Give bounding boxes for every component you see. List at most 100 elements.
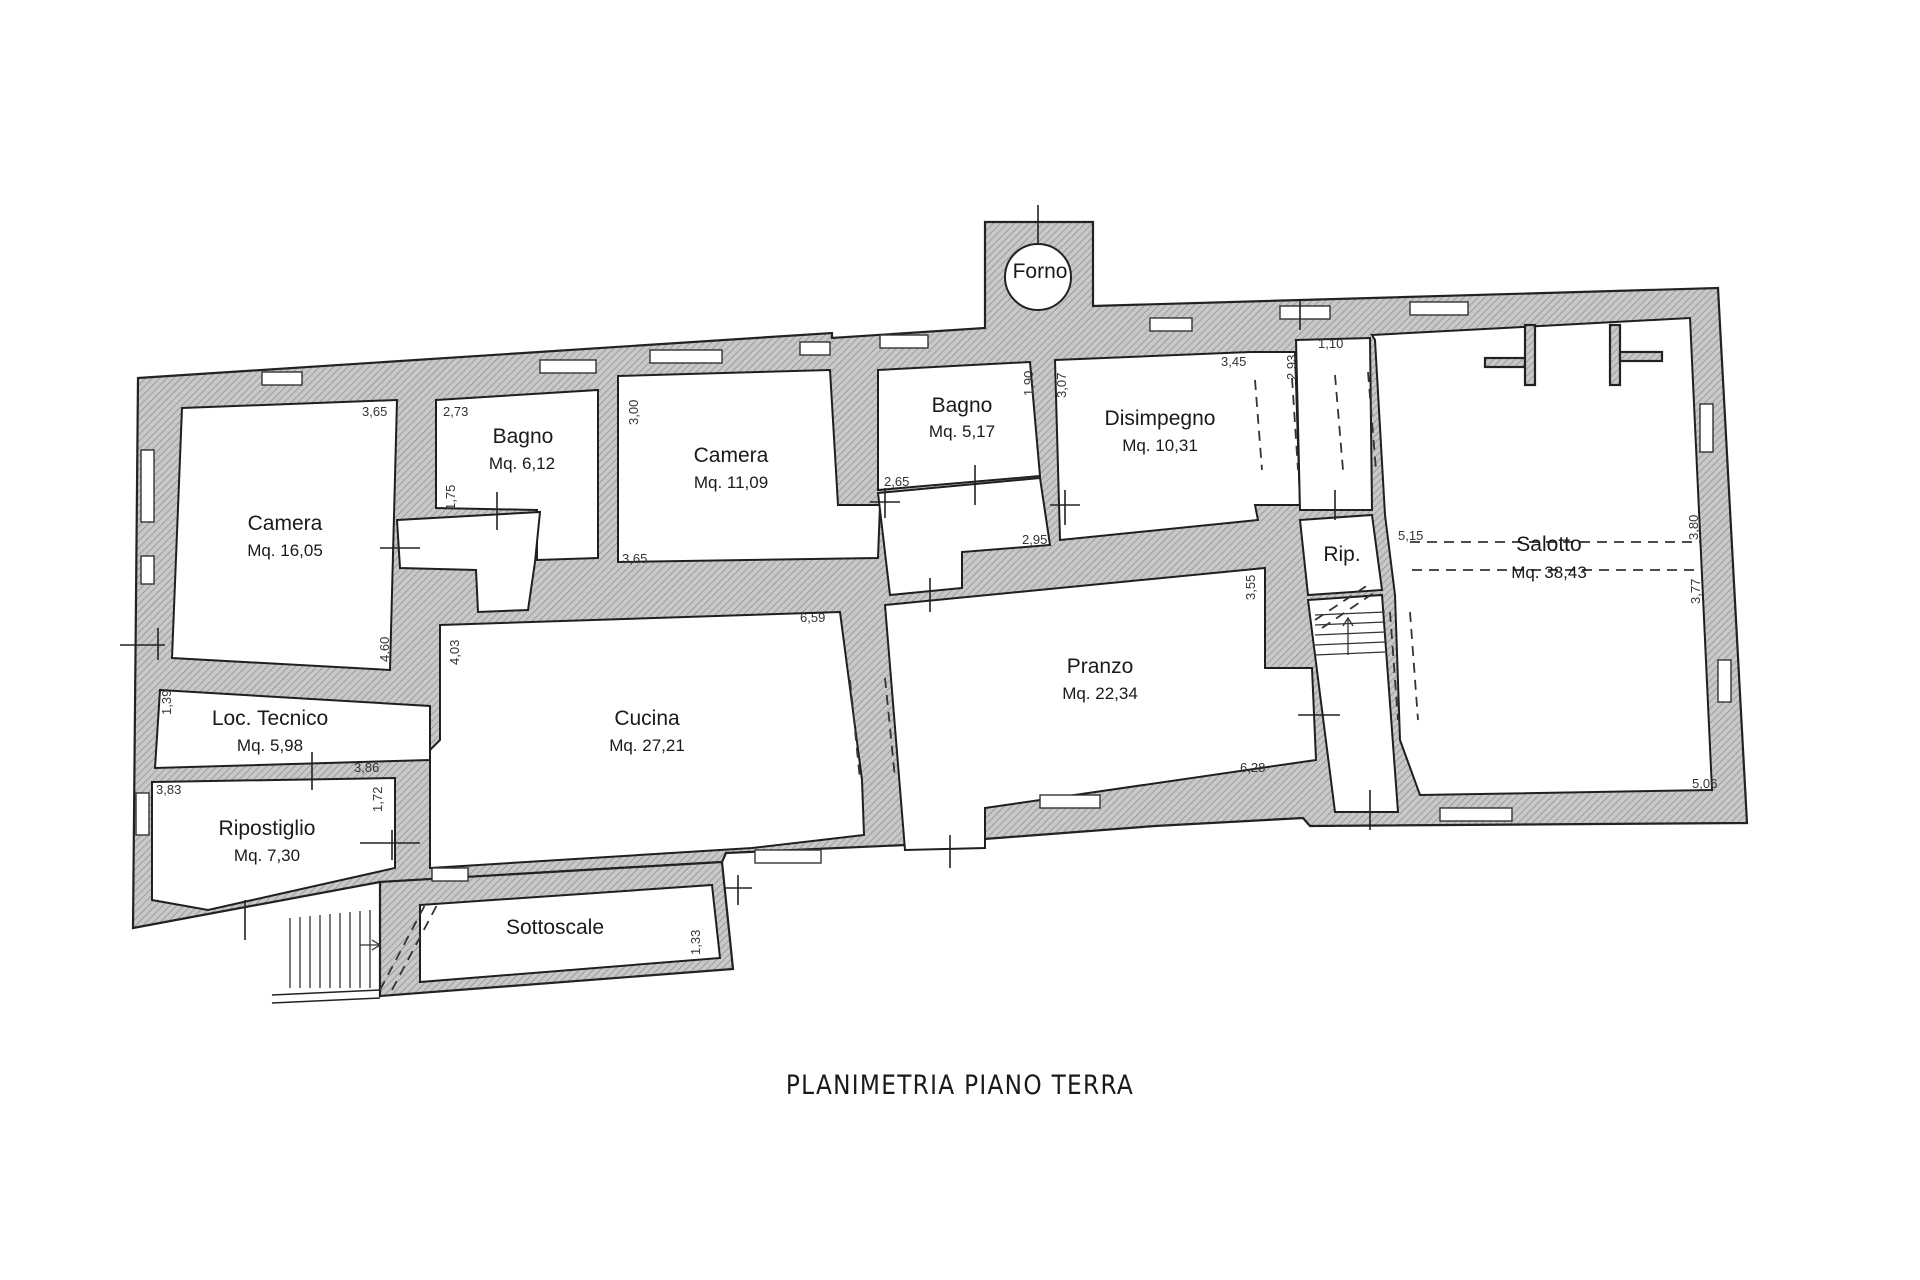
room-bagno-2-floor (877, 360, 1042, 492)
dimension-label: 1,39 (159, 690, 174, 715)
room-name-camera-2: Camera (694, 444, 769, 467)
dimension-label: 3,83 (156, 782, 181, 797)
dimension-label: 1,72 (370, 787, 385, 812)
dimension-label: 3,86 (354, 760, 379, 775)
opening (1291, 377, 1299, 471)
window (1439, 807, 1513, 822)
room-name-salotto: Salotto (1516, 533, 1581, 556)
room-interiors (151, 316, 1714, 984)
room-name-bagno-1: Bagno (493, 425, 554, 448)
dimension-label: 3,07 (1054, 373, 1069, 398)
dimension-label: 3,45 (1221, 354, 1246, 369)
pier (1523, 323, 1537, 387)
window (140, 449, 155, 523)
room-name-rip: Rip. (1323, 543, 1360, 566)
dimension-label: 3,65 (622, 551, 647, 566)
window (261, 371, 303, 386)
dimension-label: 1,90 (1021, 371, 1036, 396)
room-disimpegno-floor (1053, 351, 1302, 542)
stair-step (1314, 611, 1386, 616)
room-area-salotto: Mq. 38,43 (1511, 563, 1587, 582)
dimension-label: 3,80 (1686, 515, 1701, 540)
room-area-pranzo: Mq. 22,34 (1062, 684, 1138, 703)
dimension-label: 2,73 (443, 404, 468, 419)
room-area-camera-1: Mq. 16,05 (247, 541, 323, 560)
salotto-piers (1483, 323, 1664, 387)
dimension-label: 1,10 (1318, 336, 1343, 351)
room-name-disimpegno: Disimpegno (1105, 407, 1216, 430)
room-rip-floor (1298, 513, 1384, 597)
dimension-label: 5,15 (1398, 528, 1423, 543)
room-area-bagno-2: Mq. 5,17 (929, 422, 995, 441)
stair-landing-line (271, 997, 381, 1004)
dimension-label: 2,93 (1284, 355, 1299, 380)
room-ripostiglio-floor (151, 776, 396, 912)
room-name-camera-1: Camera (248, 512, 323, 535)
window (539, 359, 597, 374)
window (1149, 317, 1193, 332)
dimension-label: 3,00 (626, 400, 641, 425)
opening (1254, 379, 1263, 471)
room-name-forno: Forno (1013, 260, 1068, 283)
opening (1409, 611, 1419, 721)
stair-slope (1321, 591, 1376, 629)
window (1039, 794, 1101, 809)
stair-step (1314, 641, 1386, 646)
window (754, 849, 822, 864)
room-name-loc-tecnico: Loc. Tecnico (212, 707, 328, 730)
room-name-cucina: Cucina (614, 707, 680, 730)
room-area-ripostiglio: Mq. 7,30 (234, 846, 300, 865)
dimension-label: 2,95 (1022, 532, 1047, 547)
window (1699, 403, 1714, 453)
room-name-bagno-2: Bagno (932, 394, 993, 417)
window (1409, 301, 1469, 316)
pier (1608, 323, 1622, 387)
room-sottoscale-floor (419, 883, 722, 984)
room-camera-1-floor (170, 398, 399, 672)
window (135, 792, 150, 836)
passage-floor (1294, 336, 1374, 511)
room-salotto-floor (1370, 316, 1714, 797)
window (799, 341, 831, 356)
stair-arrowhead (371, 939, 382, 951)
hallway-floor (876, 476, 1052, 597)
door-marks (120, 300, 1371, 940)
room-pranzo-floor (883, 566, 1318, 852)
window (140, 555, 155, 585)
pier (1483, 356, 1527, 369)
dimension-label: 1,33 (688, 930, 703, 955)
stair-arrowhead (1342, 616, 1354, 627)
window (431, 867, 469, 882)
room-area-disimpegno: Mq. 10,31 (1122, 436, 1198, 455)
window (879, 334, 929, 349)
room-area-camera-2: Mq. 11,09 (694, 473, 768, 492)
stair-step (1314, 631, 1386, 636)
room-bagno-1-floor (435, 388, 599, 562)
dimension-label: 3,55 (1243, 575, 1258, 600)
stair-corridor-floor (1306, 593, 1400, 813)
windows (135, 301, 1732, 882)
stair-step (1314, 651, 1386, 656)
corridor-1-floor (395, 510, 542, 614)
dashed-lines (379, 371, 1700, 991)
window (1279, 305, 1331, 320)
room-cucina-floor (429, 610, 866, 870)
dimension-label: 3,65 (362, 404, 387, 419)
room-area-bagno-1: Mq. 6,12 (489, 454, 555, 473)
stair-slope (1314, 584, 1369, 621)
window (649, 349, 723, 364)
room-labels: Camera Mq. 16,05 Bagno Mq. 6,12 Camera M… (212, 260, 1587, 939)
pier (1618, 350, 1664, 363)
stairs (271, 584, 1386, 1004)
dimension-label: 6,59 (800, 610, 825, 625)
dimension-labels: 3,65 4,60 2,73 1,75 3,00 3,65 1,90 2,65 … (156, 336, 1717, 955)
dimension-label: 4,03 (447, 640, 462, 665)
dimension-label: 1,75 (443, 485, 458, 510)
room-area-loc-tecnico: Mq. 5,98 (237, 736, 303, 755)
plan-title: PLANIMETRIA PIANO TERRA (785, 1070, 1135, 1101)
dimension-label: 6,28 (1240, 760, 1265, 775)
dimension-label: 5,06 (1692, 776, 1717, 791)
dimension-label: 4,60 (377, 637, 392, 662)
dimension-label: 2,65 (884, 474, 909, 489)
